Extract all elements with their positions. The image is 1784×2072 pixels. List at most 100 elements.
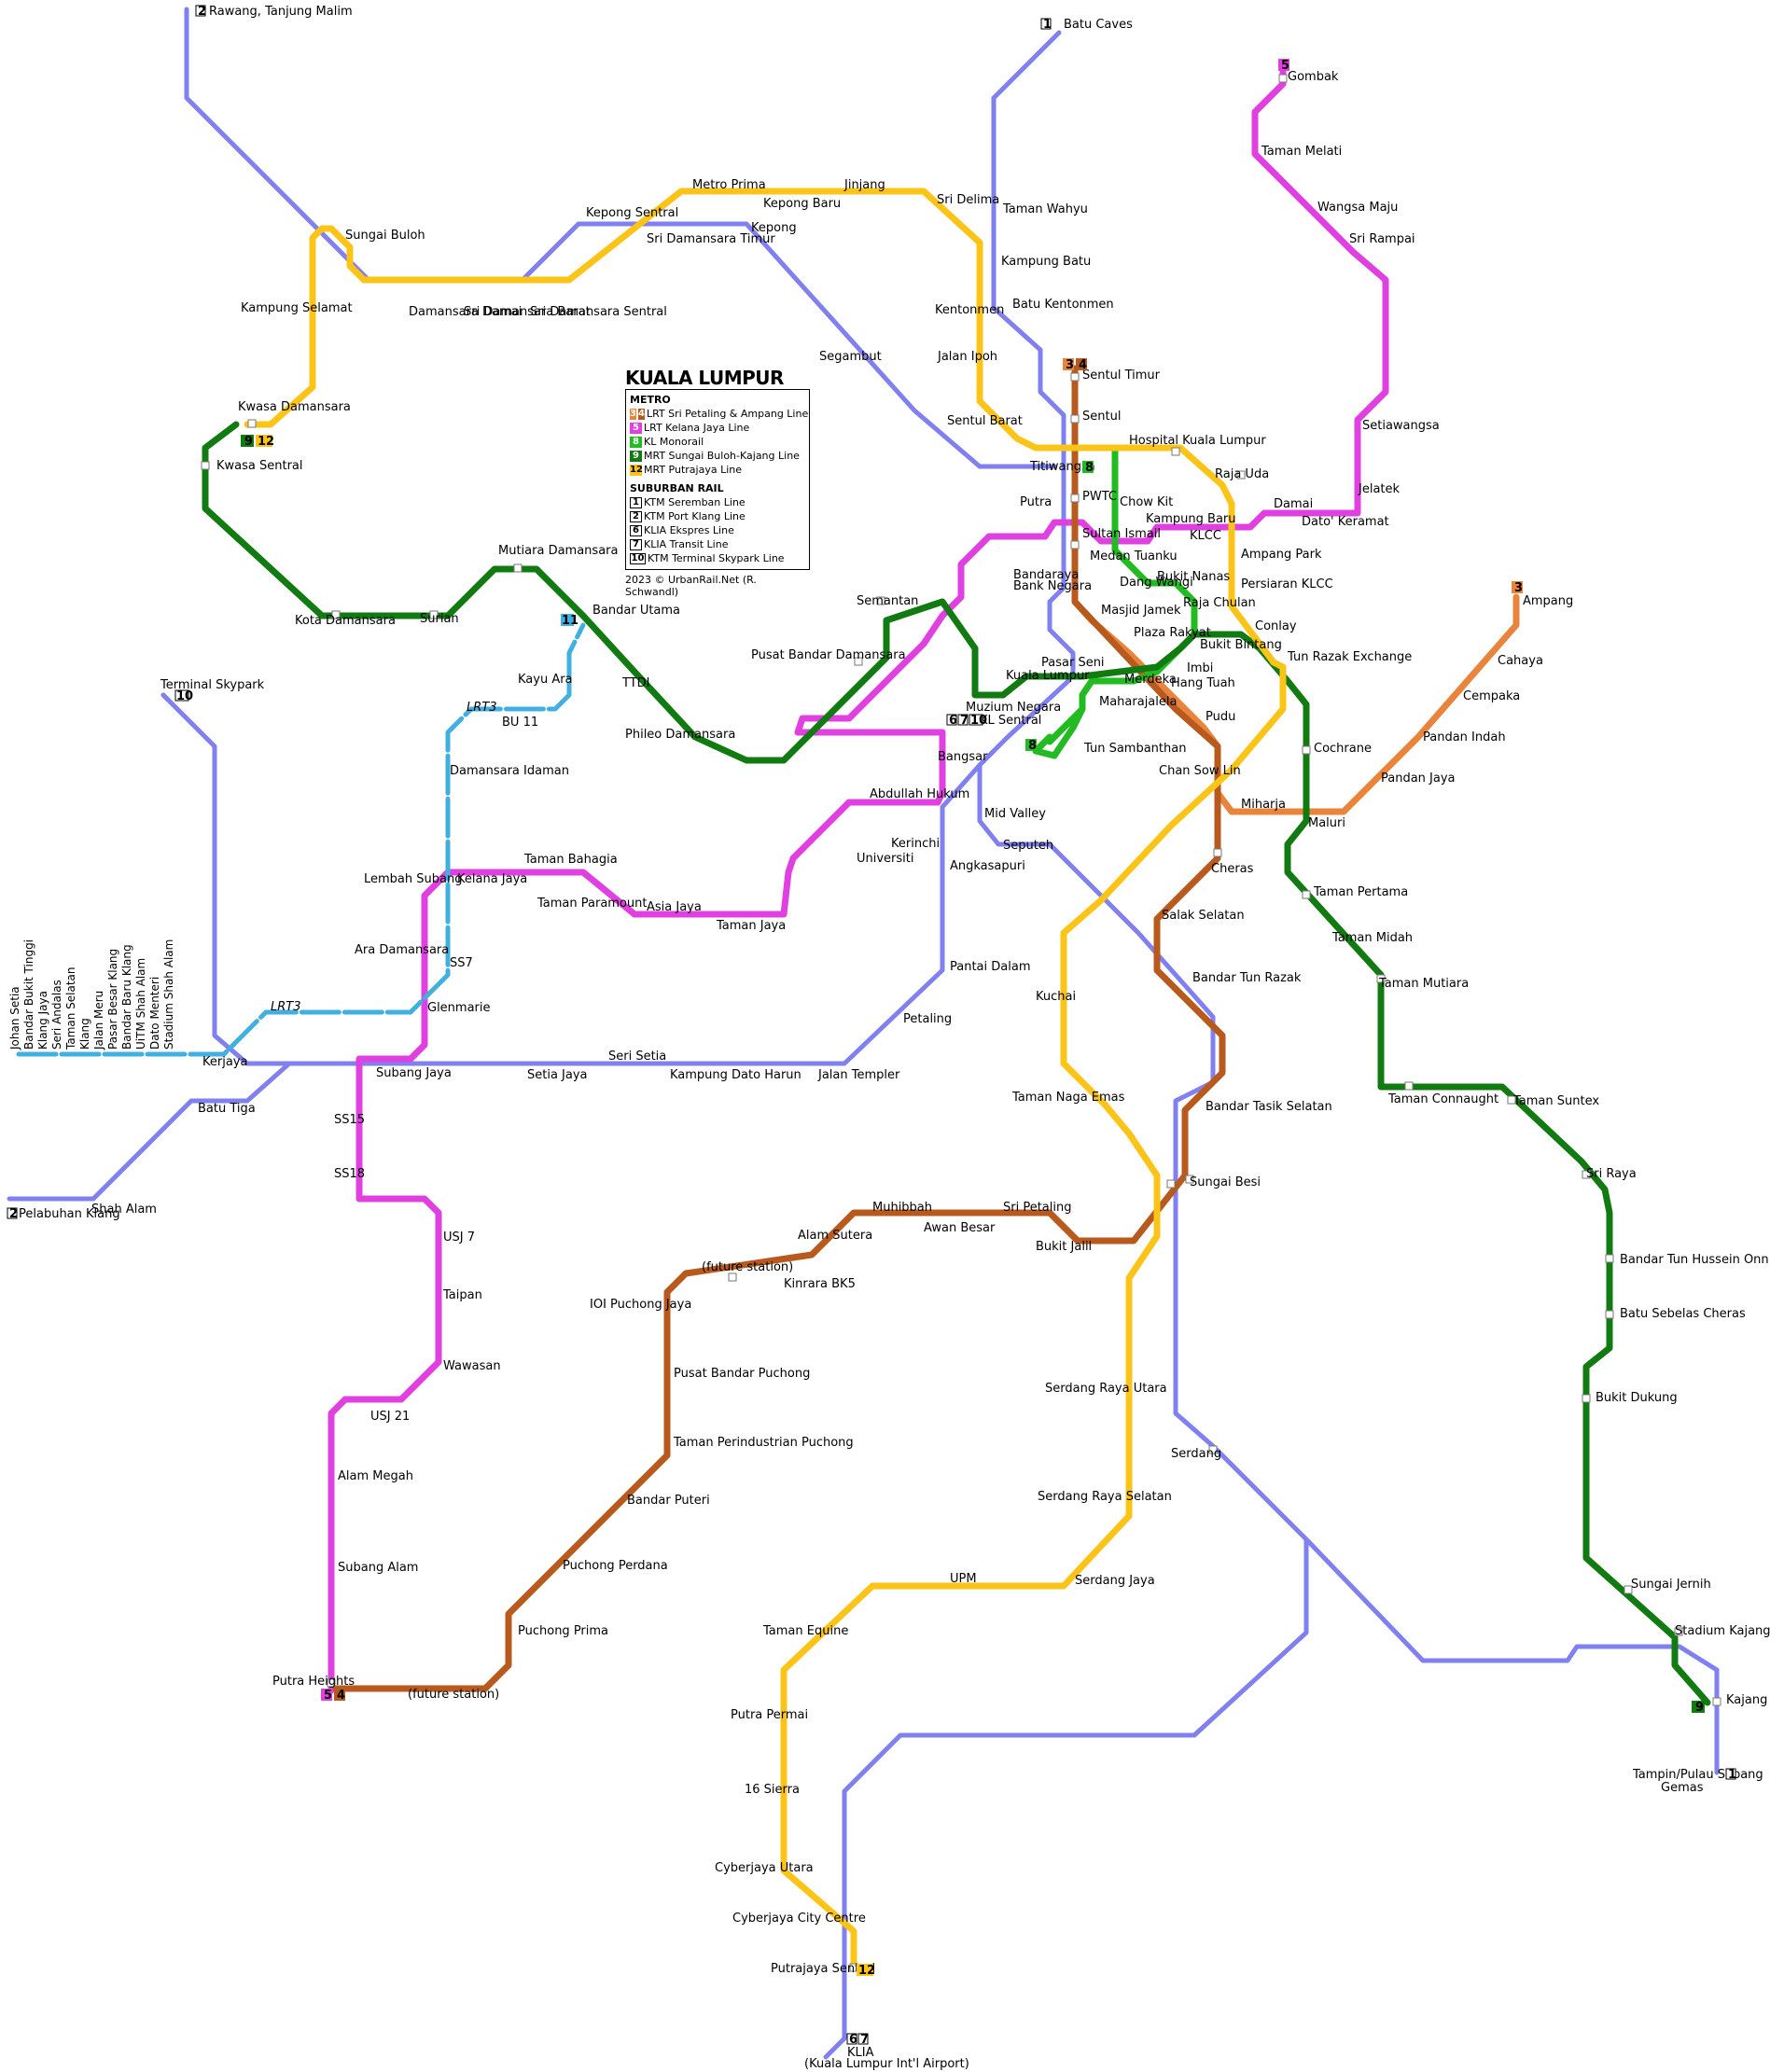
legend-credit: 2023 © UrbanRail.Net (R. Schwandl) [625, 574, 757, 598]
station-dot[interactable] [1674, 1627, 1683, 1636]
label-segambut: Segambut [819, 350, 882, 364]
label-sentul-barat: Sentul Barat [947, 414, 1023, 428]
legend-row-kelana: 5 LRT Kelana Jaya Line [630, 421, 805, 435]
label-sri-petaling: Sri Petaling [1003, 1201, 1072, 1215]
label-lrt3-west: Bandar Bukit Tinggi [22, 939, 35, 1050]
badge-7-kls-text: 7 [960, 714, 969, 728]
label-damansara-idaman: Damansara Idaman [450, 764, 569, 778]
badge-10 [174, 689, 189, 702]
station-dot[interactable] [1712, 1697, 1721, 1706]
label-miharja: Miharja [1241, 798, 1286, 812]
station-dot[interactable] [1302, 890, 1311, 899]
legend-badge: 8 [630, 436, 642, 448]
station-dot[interactable] [1208, 1445, 1218, 1454]
label-cheras: Cheras [1211, 862, 1254, 876]
legend-label: KTM Terminal Skypark Line [648, 552, 785, 564]
station-dot[interactable] [247, 419, 257, 428]
label-ampang: Ampang [1523, 594, 1573, 608]
label-kwasa-sentral: Kwasa Sentral [216, 459, 303, 473]
label-taman-wahyu: Taman Wahyu [1002, 202, 1088, 216]
label-kerinchi: Kerinchi [891, 837, 940, 851]
legend-badge: 6 [630, 524, 642, 536]
label-bank-negara: Bank Negara [1013, 579, 1092, 593]
badge-7-kls [957, 714, 969, 726]
station-dot[interactable] [1236, 470, 1246, 480]
label-surian: Surian [420, 612, 459, 626]
legend-row-klia-ekspres: 6 KLIA Ekspres Line [630, 523, 805, 537]
legend-badge: 10 [630, 552, 646, 564]
station-dot[interactable] [331, 610, 341, 619]
label-awan-besar: Awan Besar [924, 1221, 996, 1235]
station-dot[interactable] [201, 461, 210, 470]
label-bandaraya: Bandaraya [1013, 568, 1079, 582]
station-dot[interactable] [1404, 1081, 1414, 1091]
label-taman-jaya: Taman Jaya [716, 919, 786, 933]
legend-row-monorail: 8 KL Monorail [630, 435, 805, 449]
label-future1: (future station) [702, 1260, 793, 1274]
label-puchong-perdana: Puchong Perdana [563, 1559, 668, 1573]
label-bukit-nanas: Bukit Nanas [1157, 570, 1230, 584]
label-sri-rampai: Sri Rampai [1349, 232, 1415, 246]
badge-6-kls-text: 6 [949, 714, 957, 728]
station-dot[interactable] [1171, 447, 1180, 456]
lrt3-west-labels: Johan Setia Bandar Bukit Tinggi Klang Ja… [8, 939, 175, 1050]
station-dot[interactable] [1070, 494, 1080, 503]
station-dot[interactable] [1507, 1095, 1516, 1105]
label-seputeh: Seputeh [1003, 839, 1053, 853]
ktm-lines [7, 7, 1720, 2060]
label-abdullah-hukum: Abdullah Hukum [870, 787, 969, 801]
station-dot[interactable] [1070, 372, 1080, 382]
station-dot[interactable] [1582, 1394, 1591, 1403]
badge-9-west-text: 9 [244, 435, 253, 449]
legend-label: MRT Putrajaya Line [644, 464, 743, 476]
label-jalan-ipoh: Jalan Ipoh [937, 350, 997, 364]
label-pelabuhan-klang: Pelabuhan Klang [19, 1207, 120, 1221]
station-dot[interactable] [854, 657, 863, 666]
label-taman-midah: Taman Midah [1331, 931, 1413, 945]
label-lrt3-west: Jalan Meru [92, 991, 105, 1050]
station-dot[interactable] [1070, 414, 1080, 424]
badge-1-north-text: 1 [1043, 18, 1052, 32]
label-kajang: Kajang [1726, 1693, 1767, 1707]
station-dot[interactable] [1624, 1585, 1633, 1594]
station-dot[interactable] [1302, 745, 1311, 755]
station-dot[interactable] [1605, 1310, 1614, 1319]
badge-4-text: 4 [1079, 358, 1087, 372]
label-maluri: Maluri [1308, 816, 1345, 830]
label-muzium-negara: Muzium Negara [966, 701, 1061, 715]
badge-3 [1063, 358, 1074, 370]
label-imbi: Imbi [1187, 661, 1213, 675]
station-dot[interactable] [1278, 74, 1288, 83]
label-titiwangsa: Titiwangsa [1029, 460, 1095, 474]
label-ss15: SS15 [334, 1113, 365, 1127]
map-title: KUALA LUMPUR [625, 367, 784, 389]
legend-badge: 4 [637, 408, 645, 420]
badge-8-north [1082, 461, 1094, 473]
station-dot[interactable] [1605, 1254, 1614, 1263]
station-dot[interactable] [1166, 1179, 1176, 1189]
station-dot[interactable] [1185, 1175, 1194, 1184]
label-metro-prima: Metro Prima [692, 178, 766, 192]
legend-badge: 3 [630, 408, 636, 420]
label-bandar-tun-hussein: Bandar Tun Hussein Onn [1620, 1253, 1769, 1267]
station-dot[interactable] [728, 1272, 737, 1282]
ktm-skypark [160, 692, 171, 702]
label-semantan: Semantan [857, 594, 918, 608]
label-pasar-seni: Pasar Seni [1041, 656, 1105, 670]
station-dot[interactable] [1070, 540, 1080, 549]
station-dot[interactable] [429, 610, 439, 619]
station-dot[interactable] [1376, 974, 1386, 983]
label-cahaya: Cahaya [1498, 654, 1543, 668]
badge-4 [1076, 358, 1087, 370]
station-dot[interactable] [1582, 1170, 1591, 1179]
legend-suburban-header: SUBURBAN RAIL [630, 482, 724, 494]
label-conlay: Conlay [1255, 619, 1297, 633]
station-dot[interactable] [1213, 848, 1222, 857]
station-dot[interactable] [876, 596, 885, 605]
station-dot[interactable] [327, 1678, 336, 1688]
line-sri-petaling [332, 365, 1226, 1692]
station-dot[interactable] [513, 563, 523, 573]
label-pandan-jaya: Pandan Jaya [1381, 772, 1456, 786]
label-lrt3-west: Klang Jaya [36, 991, 49, 1050]
label-taman-suntex: Taman Suntex [1512, 1094, 1599, 1108]
